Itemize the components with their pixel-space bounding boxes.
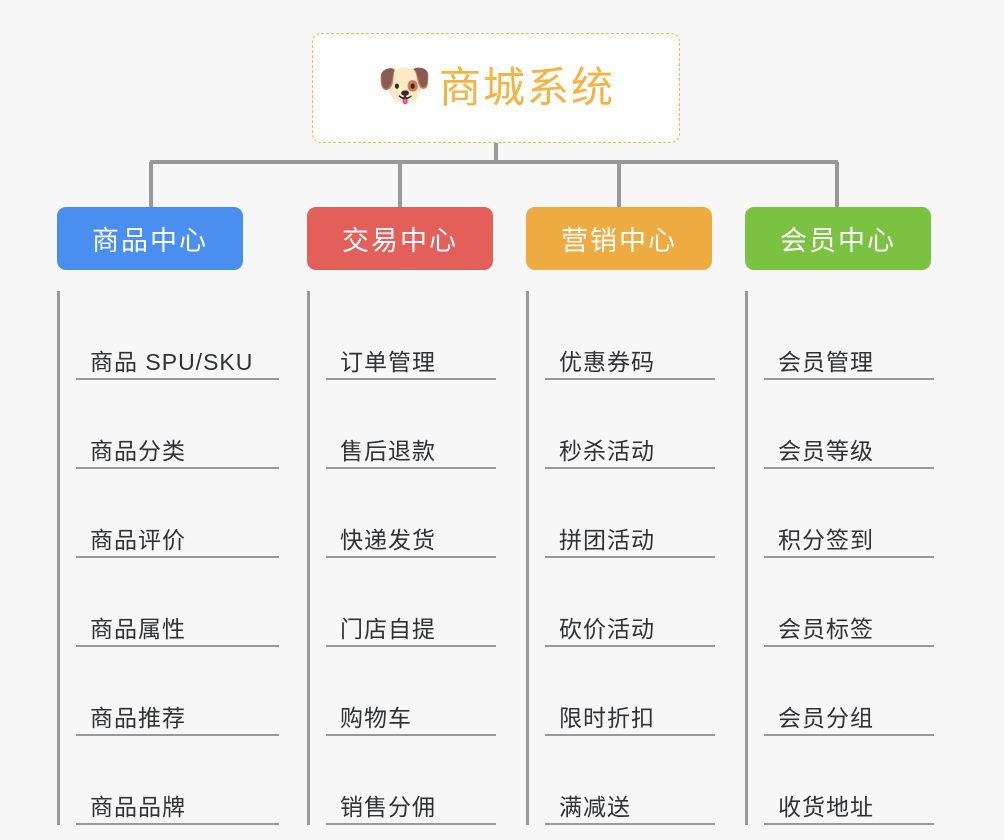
leaf-item-label: 会员管理: [778, 348, 874, 375]
root-title: 商城系统: [438, 64, 615, 111]
leaf-item-label: 秒杀活动: [559, 437, 655, 464]
leaf-item[interactable]: 销售分佣: [326, 736, 496, 825]
leaf-item[interactable]: 商品分类: [76, 380, 279, 469]
leaf-item-label: 商品属性: [90, 615, 186, 642]
leaf-item-label: 销售分佣: [340, 793, 436, 820]
leaf-item-label: 门店自提: [340, 615, 436, 642]
leaf-item-label: 商品分类: [90, 437, 186, 464]
branch-header-yingxiao[interactable]: 营销中心: [526, 207, 712, 270]
leaf-item-label: 满减送: [559, 793, 631, 820]
leaf-item-label: 会员等级: [778, 437, 874, 464]
leaf-item[interactable]: 快递发货: [326, 469, 496, 558]
branch-header-huiyuan[interactable]: 会员中心: [745, 207, 931, 270]
root-node[interactable]: 🐶 商城系统: [312, 33, 680, 143]
branch-column-jiaoyi: 交易中心 订单管理 售后退款 快递发货 门店自提 购物车 销售分佣: [307, 207, 496, 825]
leaf-item[interactable]: 拼团活动: [545, 469, 715, 558]
branch-items-jiaoyi: 订单管理 售后退款 快递发货 门店自提 购物车 销售分佣: [307, 291, 496, 825]
leaf-item-label: 商品 SPU/SKU: [90, 348, 254, 375]
leaf-item-label: 订单管理: [340, 348, 436, 375]
leaf-item-label: 拼团活动: [559, 526, 655, 553]
leaf-item[interactable]: 限时折扣: [545, 647, 715, 736]
branch-header-label: 交易中心: [342, 226, 458, 256]
branch-column-yingxiao: 营销中心 优惠券码 秒杀活动 拼团活动 砍价活动 限时折扣 满减送: [526, 207, 715, 825]
leaf-item[interactable]: 满减送: [545, 736, 715, 825]
leaf-item[interactable]: 商品属性: [76, 558, 279, 647]
leaf-item-label: 快递发货: [340, 526, 436, 553]
leaf-item-label: 砍价活动: [559, 615, 655, 642]
branch-column-huiyuan: 会员中心 会员管理 会员等级 积分签到 会员标签 会员分组 收货地址: [745, 207, 934, 825]
leaf-item[interactable]: 商品推荐: [76, 647, 279, 736]
leaf-item-label: 限时折扣: [559, 704, 655, 731]
leaf-item[interactable]: 会员管理: [764, 291, 934, 380]
leaf-item[interactable]: 订单管理: [326, 291, 496, 380]
branch-header-label: 商品中心: [92, 226, 208, 256]
shiba-dog-face-icon: 🐶: [376, 61, 432, 110]
leaf-item-label: 商品评价: [90, 526, 186, 553]
leaf-item-label: 优惠券码: [559, 348, 655, 375]
leaf-item[interactable]: 商品 SPU/SKU: [76, 291, 279, 380]
leaf-item-label: 商品推荐: [90, 704, 186, 731]
leaf-item-label: 购物车: [340, 704, 412, 731]
leaf-item[interactable]: 优惠券码: [545, 291, 715, 380]
branch-header-label: 营销中心: [561, 226, 677, 256]
leaf-item[interactable]: 收货地址: [764, 736, 934, 825]
branch-header-shangpin[interactable]: 商品中心: [57, 207, 243, 270]
leaf-item[interactable]: 购物车: [326, 647, 496, 736]
leaf-item[interactable]: 售后退款: [326, 380, 496, 469]
leaf-item-label: 会员分组: [778, 704, 874, 731]
branch-items-yingxiao: 优惠券码 秒杀活动 拼团活动 砍价活动 限时折扣 满减送: [526, 291, 715, 825]
leaf-item[interactable]: 积分签到: [764, 469, 934, 558]
leaf-item-label: 收货地址: [778, 793, 874, 820]
leaf-item[interactable]: 会员标签: [764, 558, 934, 647]
leaf-item-label: 商品品牌: [90, 793, 186, 820]
leaf-item-label: 会员标签: [778, 615, 874, 642]
branch-items-shangpin: 商品 SPU/SKU 商品分类 商品评价 商品属性 商品推荐 商品品牌: [57, 291, 279, 825]
leaf-item[interactable]: 秒杀活动: [545, 380, 715, 469]
leaf-item[interactable]: 会员分组: [764, 647, 934, 736]
leaf-item[interactable]: 会员等级: [764, 380, 934, 469]
branch-header-label: 会员中心: [780, 226, 896, 256]
branch-items-huiyuan: 会员管理 会员等级 积分签到 会员标签 会员分组 收货地址: [745, 291, 934, 825]
branch-header-jiaoyi[interactable]: 交易中心: [307, 207, 493, 270]
branch-column-shangpin: 商品中心 商品 SPU/SKU 商品分类 商品评价 商品属性 商品推荐 商品品牌: [57, 207, 279, 825]
leaf-item-label: 售后退款: [340, 437, 436, 464]
leaf-item[interactable]: 商品评价: [76, 469, 279, 558]
leaf-item[interactable]: 门店自提: [326, 558, 496, 647]
leaf-item-label: 积分签到: [778, 526, 874, 553]
leaf-item[interactable]: 商品品牌: [76, 736, 279, 825]
leaf-item[interactable]: 砍价活动: [545, 558, 715, 647]
